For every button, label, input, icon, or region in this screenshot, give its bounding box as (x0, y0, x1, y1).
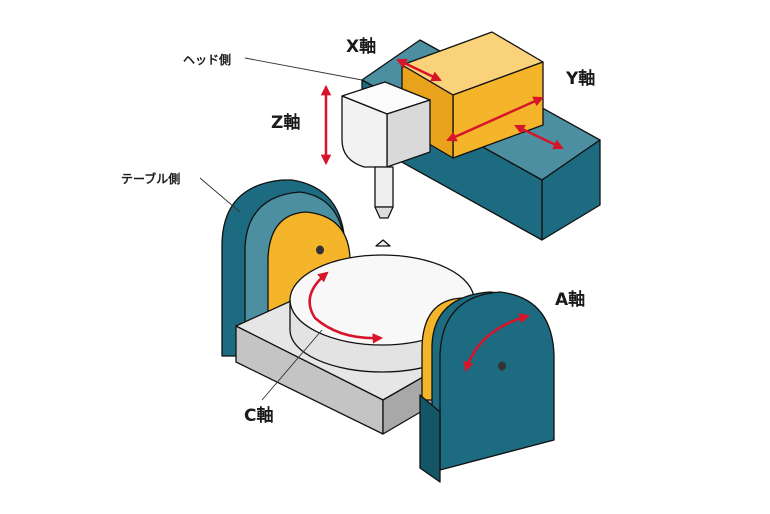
c-axis-label: C軸 (244, 405, 273, 426)
a-axis-label: A軸 (555, 289, 585, 310)
y-axis-arrow (446, 96, 544, 142)
c-axis-arrow (308, 271, 384, 344)
a-axis-arrow (463, 313, 531, 373)
head-side-label: ヘッド側 (183, 52, 231, 67)
leader-lines (199, 57, 363, 401)
spindle-head (341, 81, 431, 219)
table-side-leader (199, 177, 241, 213)
z-axis-label: Z軸 (271, 112, 300, 133)
head-side-leader (244, 57, 363, 81)
x-axis-arrow (396, 58, 442, 82)
y-axis-rail-arrow (514, 124, 564, 150)
y-axis-label: Y軸 (565, 68, 595, 89)
table-side-label: テーブル側 (121, 171, 180, 186)
c-axis-leader (261, 329, 323, 401)
right-trunnion (419, 291, 555, 483)
motion-arrows (308, 58, 564, 373)
x-axis-label: X軸 (346, 36, 376, 57)
